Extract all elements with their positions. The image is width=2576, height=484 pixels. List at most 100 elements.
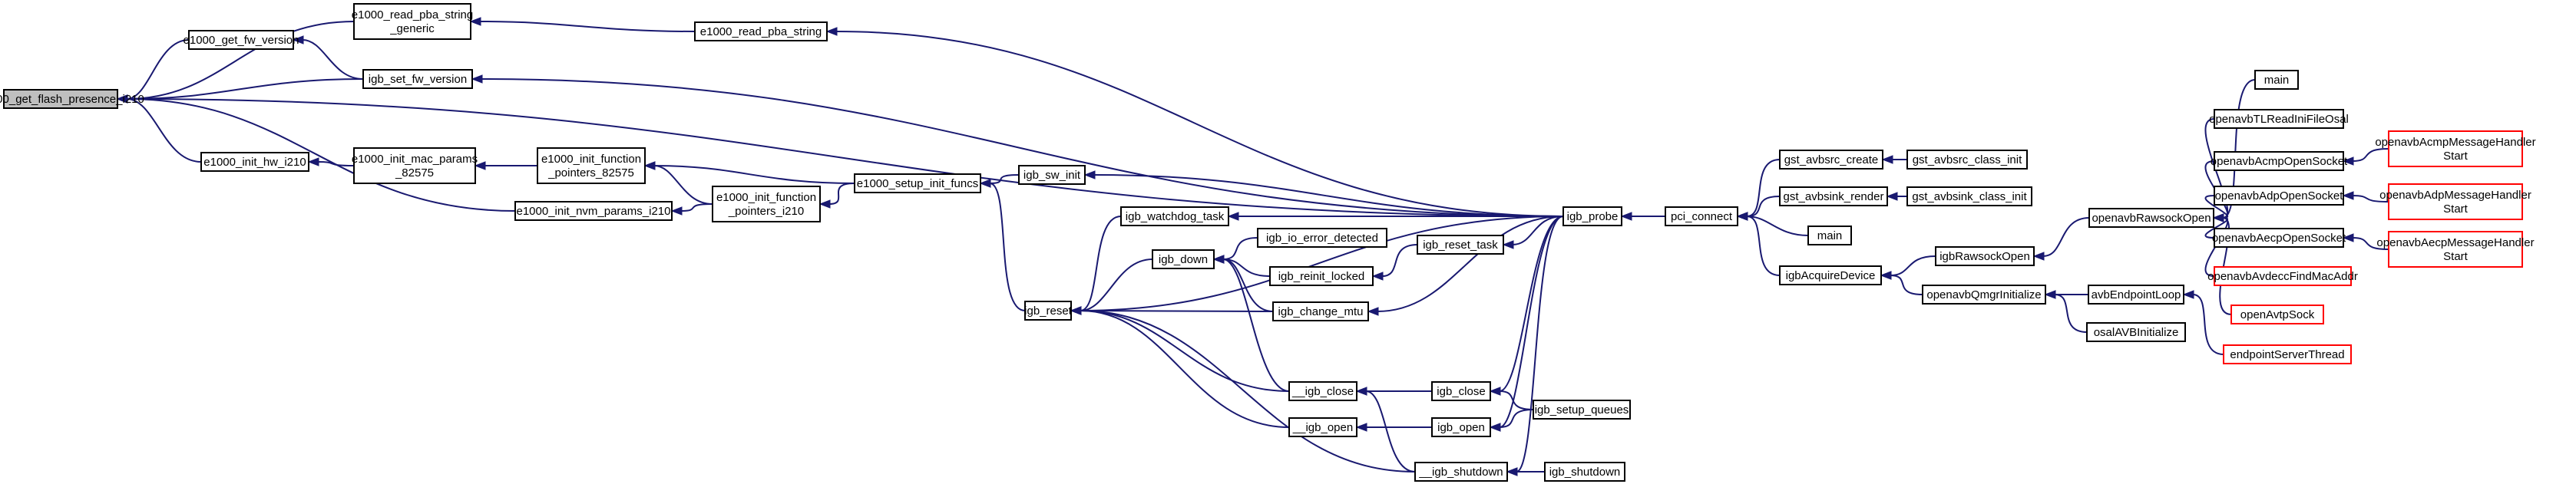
node-label: e1000_init_function [541, 153, 641, 166]
node-label: __igb_open [1292, 421, 1353, 434]
node-main-1[interactable]: main [1807, 226, 1852, 245]
node-igb-shutdown[interactable]: igb_shutdown [1544, 462, 1625, 482]
node-osalavbinitialize[interactable]: osalAVBInitialize [2086, 322, 2186, 342]
node-label: e1000_setup_init_funcs [857, 177, 978, 190]
node-gst-avbsrc-class-init[interactable]: gst_avbsrc_class_init [1906, 150, 2028, 170]
node-label: gst_avbsink_class_init [1912, 190, 2027, 203]
node-e1000-get-fw-version[interactable]: e1000_get_fw_version [184, 30, 299, 50]
edge-arrowhead [1489, 387, 1501, 396]
node-igb-down[interactable]: igb_down [1152, 249, 1215, 269]
node-openavbavdeccfindmacaddr[interactable]: openavbAvdeccFindMacAddr [2207, 266, 2358, 286]
node-openavtpsock[interactable]: openAvtpSock [2230, 305, 2324, 324]
node-openavbaecpopensocket[interactable]: openavbAecpOpenSocket [2212, 228, 2346, 248]
node-label: Start [2443, 202, 2469, 216]
edge-arrowhead [307, 157, 319, 166]
edge-igb-setup-queues-to-igb-close [1499, 390, 1534, 410]
edge-arrowhead [818, 199, 831, 209]
edge-arrowhead [1502, 240, 1514, 249]
node-box [1272, 301, 1369, 321]
node-openavbrawsockopen[interactable]: openavbRawsockOpen [2088, 208, 2214, 228]
edge-e1000-init-function-pointers-i210-to-e1000-init-function-pointers-82575 [653, 165, 713, 205]
node-igb-set-fw-version[interactable]: igb_set_fw_version [362, 69, 473, 89]
node-igb-close[interactable]: igb_close [1431, 381, 1491, 401]
node-igb-close[interactable]: __igb_close [1288, 381, 1357, 401]
node-box [537, 147, 646, 184]
edge-igb-close-to-igb-reset [1080, 310, 1290, 392]
edge-igbacquiredevice-to-pci-connect [1746, 216, 1781, 276]
node-openavbadpopensocket[interactable]: openavbAdpOpenSocket [2214, 186, 2344, 206]
node-e1000-setup-init-funcs[interactable]: e1000_setup_init_funcs [854, 173, 981, 193]
node-igbrawsockopen[interactable]: igbRawsockOpen [1935, 246, 2035, 266]
node-igb-watchdog-task[interactable]: igb_watchdog_task [1120, 206, 1229, 226]
node-pci-connect[interactable]: pci_connect [1665, 206, 1738, 226]
node-igb-sw-init[interactable]: igb_sw_init [1018, 165, 1086, 185]
node-igb-reinit-locked[interactable]: igb_reinit_locked [1269, 266, 1374, 286]
node-avbendpointloop[interactable]: avbEndpointLoop [2088, 285, 2184, 305]
node-gst-avbsink-class-init[interactable]: gst_avbsink_class_init [1906, 186, 2032, 206]
edge-igb-probe-to-igb-close [1499, 216, 1564, 392]
node-box [514, 201, 673, 221]
node-label: igb_set_fw_version [369, 73, 467, 86]
node-label: igb_sw_init [1023, 169, 1081, 182]
node-igb-probe[interactable]: igb_probe [1562, 206, 1622, 226]
node-main-2[interactable]: main [2254, 70, 2299, 90]
node-box [1288, 381, 1357, 401]
edge-arrowhead [2044, 290, 2056, 299]
node-label: openavbAdpOpenSocket [2215, 189, 2344, 202]
node-label: avbEndpointLoop [2092, 288, 2181, 301]
edge-igbrawsockopen-to-igbacquiredevice [1890, 255, 1936, 276]
node-openavbqmgrinitialize[interactable]: openavbQmgrInitialize [1922, 285, 2046, 305]
node-endpointserverthread[interactable]: endpointServerThread [2223, 344, 2352, 364]
node-igb-reset-task[interactable]: igb_reset_task [1417, 235, 1504, 255]
node-label: e1000_init_hw_i210 [203, 156, 306, 169]
node-igbacquiredevice[interactable]: igbAcquireDevice [1779, 265, 1882, 285]
node-igb-change-mtu[interactable]: igb_change_mtu [1272, 301, 1369, 321]
edge-openavbadpmessagehandlerstart-to-openavbadpopensocket [2352, 195, 2389, 202]
node-box [2088, 208, 2214, 228]
node-igb-shutdown[interactable]: __igb_shutdown [1414, 462, 1508, 482]
node-igb-open[interactable]: __igb_open [1288, 417, 1357, 437]
node-igb-open[interactable]: igb_open [1431, 417, 1491, 437]
node-label: _82575 [395, 166, 434, 179]
node-e1000-init-function-pointers-i210[interactable]: e1000_init_function_pointers_i210 [712, 186, 821, 222]
node-label: _pointers_82575 [547, 166, 634, 179]
edge-igb-reset-to-e1000-setup-init-funcs [989, 183, 1026, 311]
edge-arrowhead [1880, 271, 1892, 280]
node-e1000-init-hw-i210[interactable]: e1000_init_hw_i210 [200, 152, 309, 172]
node-igb-reset[interactable]: igb_reset [1024, 301, 1073, 321]
edge-e1000-get-fw-version-to-root [126, 39, 190, 100]
node-box [1414, 462, 1508, 482]
node-openavbtlreadinifileosal[interactable]: openavbTLReadIniFileOsal [2209, 109, 2349, 129]
edge-openavbadpopensocket-to-openavbrawsockopen [2204, 195, 2229, 219]
node-e1000-init-mac-params-82575[interactable]: e1000_init_mac_params_82575 [352, 147, 478, 184]
node-gst-avbsink-render[interactable]: gst_avbsink_render [1779, 186, 1888, 206]
node-e1000-read-pba-string[interactable]: e1000_read_pba_string [694, 21, 828, 41]
node-box [1288, 417, 1357, 437]
edge-igb-watchdog-task-to-igb-reset [1080, 216, 1122, 311]
node-openavbacmpopensocket[interactable]: openavbAcmpOpenSocket [2211, 151, 2348, 171]
node-e1000-read-pba-string-generic[interactable]: e1000_read_pba_string_generic [352, 3, 473, 40]
node-label: igb_reinit_locked [1278, 270, 1365, 283]
node-e1000-init-nvm-params-i210[interactable]: e1000_init_nvm_params_i210 [514, 201, 673, 221]
node-label: igb_open [1437, 421, 1485, 434]
node-label: Start [2443, 150, 2469, 163]
node-box [694, 21, 828, 41]
node-igb-setup-queues[interactable]: igb_setup_queues [1533, 400, 1631, 420]
node-label: igb_reset_task [1423, 239, 1498, 252]
node-e1000-init-function-pointers-82575[interactable]: e1000_init_function_pointers_82575 [537, 147, 646, 184]
node-label: openavbQmgrInitialize [1926, 288, 2041, 301]
node-box [1431, 381, 1491, 401]
node-igb-io-error-detected[interactable]: igb_io_error_detected [1257, 228, 1387, 248]
node-label: __igb_shutdown [1418, 466, 1503, 479]
node-box [2086, 322, 2186, 342]
node-box [1935, 246, 2035, 266]
node-box [1152, 249, 1215, 269]
edge-arrowhead [1620, 212, 1632, 221]
node-root[interactable]: e1000_get_flash_presence_i210 [0, 89, 144, 109]
node-gst-avbsrc-create[interactable]: gst_avbsrc_create [1779, 150, 1883, 170]
edge-igb-probe-to-igb-reset [1080, 216, 1564, 311]
